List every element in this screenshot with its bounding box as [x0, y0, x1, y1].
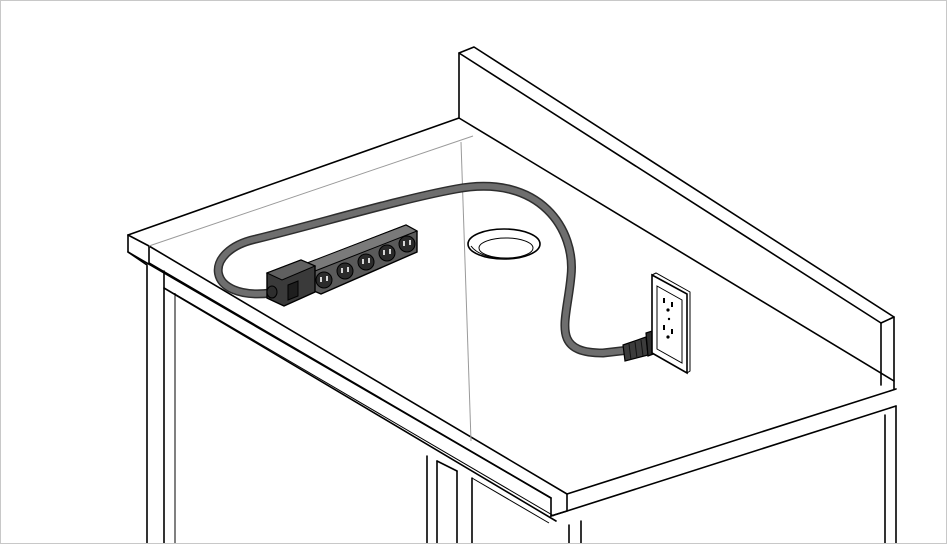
grommet-hole-icon: [467, 228, 541, 260]
rocker-switch-icon: [287, 280, 299, 301]
wall-outlet-icon: [651, 272, 691, 375]
countertop-icon: [127, 117, 897, 517]
cabinet-icon: [146, 265, 897, 543]
power-cord-icon: [213, 181, 634, 358]
backsplash-icon: [458, 46, 895, 386]
power-strip-icon: [265, 224, 419, 307]
